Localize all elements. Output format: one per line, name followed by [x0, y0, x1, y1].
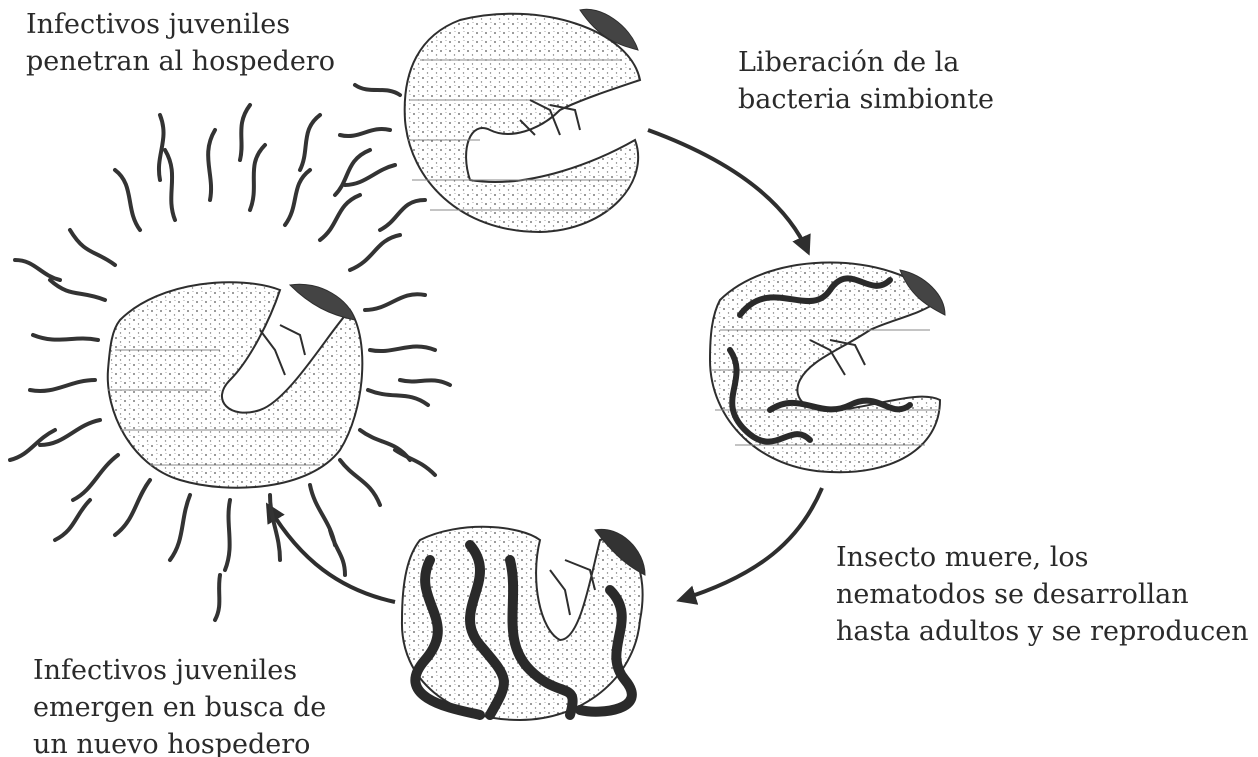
- larva-host-right: [710, 263, 945, 473]
- larva-host-top: [405, 9, 640, 232]
- larva-host-left: [108, 282, 363, 488]
- arrow-death-to-reproduction: [680, 488, 822, 600]
- arrow-reproduction-to-emergence: [268, 506, 395, 602]
- caption-reproduction: Insecto muere, los nematodos se desarrol…: [836, 539, 1249, 650]
- caption-penetration: Infectivos juveniles penetran al hospede…: [26, 6, 335, 80]
- caption-emergence: Infectivos juveniles emergen en busca de…: [33, 652, 326, 757]
- larva-host-bottom: [402, 527, 645, 720]
- arrow-release-to-death: [648, 130, 808, 252]
- caption-bacteria-release: Liberación de la bacteria simbionte: [738, 44, 994, 118]
